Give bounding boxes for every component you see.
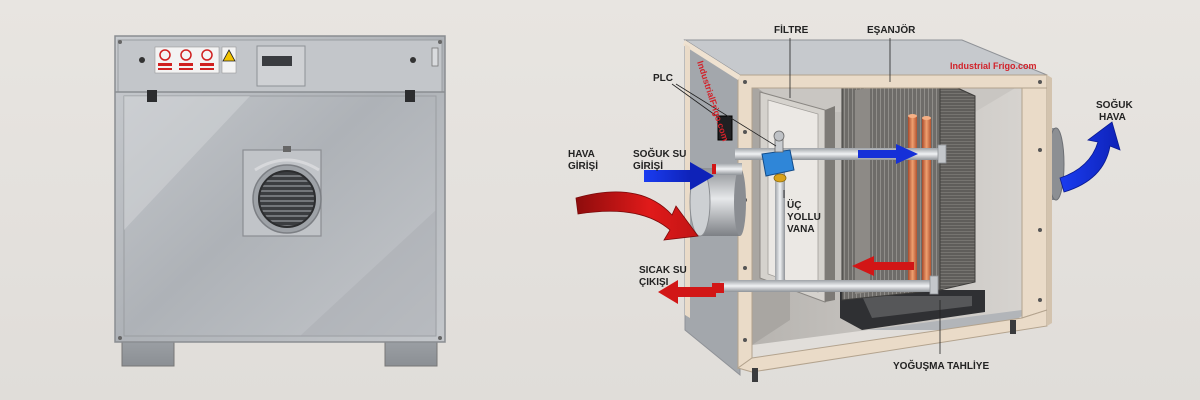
label-hot-water-out-2: ÇIKIŞI: [639, 277, 669, 288]
leg-front-right: [1010, 320, 1016, 334]
copper-header-1: [908, 116, 917, 288]
cold-air-arrow: [1059, 121, 1121, 193]
label-cold-air-2: HAVA: [1099, 112, 1126, 123]
label-hot-water-out-1: SICAK SU: [639, 265, 687, 276]
unit-front-panel: [123, 95, 437, 337]
unit-photo: [114, 35, 446, 367]
brand-label-top: Industrial Frigo.com: [950, 61, 1037, 71]
pipe-flow-arrow-cold: [858, 144, 918, 164]
hot-water-pipe: [720, 280, 935, 292]
bypass-pipe: [775, 158, 785, 280]
hinge-right: [405, 90, 415, 102]
label-condensate-drain: YOĞUŞMA TAHLİYE: [893, 359, 989, 372]
label-valve-3: VANA: [787, 224, 815, 235]
plc-box: [717, 115, 733, 141]
pipe-flow-arrow-hot: [852, 256, 914, 276]
latch-handle: [431, 47, 439, 67]
label-cold-air-1: SOĞUK: [1096, 98, 1133, 111]
inlet-grille: [258, 170, 316, 228]
label-valve-2: YOLLU: [787, 212, 821, 223]
label-plc: PLC: [653, 73, 673, 84]
copper-header-2: [922, 118, 931, 288]
label-air-inlet-2: GİRİŞİ: [568, 159, 598, 172]
hinge-left: [147, 90, 157, 102]
exchanger-side: [939, 79, 976, 291]
name-plate-label: [262, 56, 292, 66]
exchanger-frame-left: [855, 88, 870, 294]
warning-stickers: [154, 46, 237, 74]
air-inlet-arrow: [575, 191, 699, 241]
leg-front-left: [752, 368, 758, 382]
cold-water-inlet-arrow: [644, 162, 714, 190]
label-valve-1: ÜÇ: [787, 198, 801, 211]
cutaway-diagram: Industrial Frigo.com IndustrialFrigo.com…: [568, 23, 1133, 382]
label-air-inlet-1: HAVA: [568, 149, 595, 160]
three-way-valve: [761, 130, 795, 183]
casing-front-frame: [683, 40, 1052, 373]
label-cold-water-in-1: SOĞUK SU: [633, 147, 686, 160]
label-cold-water-in-2: GİRİŞİ: [633, 159, 663, 172]
label-filter: FİLTRE: [774, 23, 809, 36]
label-exchanger: EŞANJÖR: [867, 23, 916, 36]
leader-lines: [671, 38, 941, 354]
hot-water-outlet-arrow: [658, 280, 716, 304]
